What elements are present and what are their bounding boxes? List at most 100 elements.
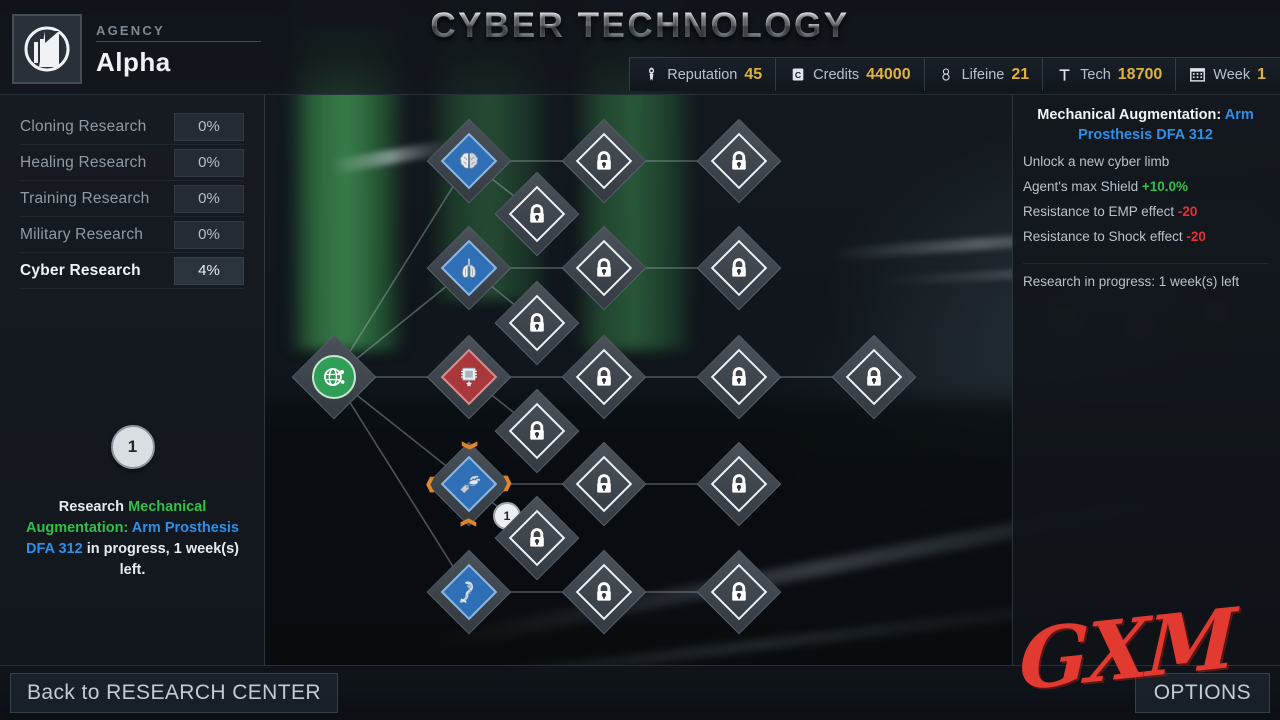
research-progress-text: Research Mechanical Augmentation: Arm Pr…: [0, 497, 265, 581]
tech-node-l1b[interactable]: [696, 118, 782, 204]
stat-reputation[interactable]: Reputation 45: [630, 58, 777, 91]
stat-value: 18700: [1117, 65, 1163, 83]
node-inner: [508, 185, 566, 243]
agency-block[interactable]: AGENCY Alpha: [12, 14, 261, 84]
padlock-icon: [524, 201, 550, 227]
padlock-icon: [861, 364, 887, 390]
stat-lifeine[interactable]: Lifeine 21: [925, 58, 1044, 91]
tech-effect-text: Resistance to Shock effect: [1023, 229, 1187, 244]
tech-link: [333, 376, 470, 593]
tech-node-l3a[interactable]: [561, 225, 647, 311]
tech-details-panel: Mechanical Augmentation: Arm Prosthesis …: [1012, 95, 1280, 665]
tech-node-lung[interactable]: [426, 225, 512, 311]
tech-node-brain[interactable]: [426, 118, 512, 204]
clock-badge-icon: 1: [110, 425, 155, 469]
svg-text:C: C: [795, 70, 802, 80]
node-inner: [575, 455, 633, 513]
page-title: CYBER TECHNOLOGY: [0, 6, 1280, 46]
stat-label: Week: [1213, 66, 1251, 83]
node-inner: [508, 509, 566, 567]
tech-node-l7b[interactable]: [696, 441, 782, 527]
tech-effect-value: +10.0%: [1141, 179, 1189, 194]
tech-node-mil[interactable]: [426, 334, 512, 420]
node-inner: [508, 294, 566, 352]
padlock-icon: [591, 364, 617, 390]
node-inner: [312, 355, 356, 399]
tech-node-l5a[interactable]: [561, 334, 647, 420]
research-row-percent: 4%: [174, 256, 244, 285]
progress-tech-name: Arm Prosthesis DFA 312: [25, 520, 239, 557]
tech-node-l8[interactable]: [494, 495, 580, 581]
padlock-icon: [524, 525, 550, 551]
research-row-percent: 0%: [174, 148, 244, 177]
tech-node-l7a[interactable]: [561, 441, 647, 527]
stat-value: 1: [1257, 65, 1266, 83]
tech-node-l2[interactable]: [494, 171, 580, 257]
military-chip-icon: [456, 364, 482, 390]
tech-node-l9b[interactable]: [696, 549, 782, 635]
tech-link: [333, 160, 470, 378]
tech-node-l5b[interactable]: [696, 334, 782, 420]
tech-node-l1a[interactable]: [561, 118, 647, 204]
node-inner: [710, 132, 768, 190]
padlock-icon: [591, 471, 617, 497]
tech-node-arm[interactable]: ❰❰❰❰1: [424, 439, 521, 530]
options-button[interactable]: OPTIONS: [1134, 673, 1270, 713]
bracket-bottom-icon: ❰: [460, 516, 478, 529]
bracket-left-icon: ❰: [424, 475, 437, 493]
tech-node-leg[interactable]: [426, 549, 512, 635]
arm-prosthesis-icon: [456, 471, 482, 497]
credits-coin-icon: C: [789, 65, 806, 84]
node-inner: [710, 563, 768, 621]
progress-suffix: in progress, 1 week(s) left.: [82, 541, 240, 578]
stat-value: 21: [1011, 65, 1030, 83]
tech-tree-canvas[interactable]: ❰❰❰❰1: [265, 95, 1012, 665]
node-inner: [710, 239, 768, 297]
back-to-research-center-button[interactable]: Back to RESEARCH CENTER: [10, 673, 338, 713]
stat-label: Reputation: [667, 66, 738, 83]
tech-node-l4[interactable]: [494, 280, 580, 366]
tech-effect-value: -20: [1177, 204, 1198, 219]
tech-effect-value: -20: [1186, 229, 1206, 244]
node-inner: [710, 348, 768, 406]
research-progress-block: 1 Research Mechanical Augmentation: Arm …: [0, 425, 265, 581]
node-inner: [845, 348, 903, 406]
tech-wrench-icon: [1056, 65, 1073, 84]
lungs-implant-icon: [456, 255, 482, 281]
agency-emblem-icon: [12, 14, 82, 84]
tech-node-root[interactable]: [291, 334, 377, 420]
progress-category: Mechanical Augmentation:: [26, 499, 207, 536]
node-inner: [575, 563, 633, 621]
stat-value: 44000: [866, 65, 911, 83]
tech-effect-line: Agent's max Shield +10.0%: [1023, 178, 1268, 195]
tech-node-l6[interactable]: [494, 388, 580, 474]
lifeine-dna-icon: [938, 65, 955, 84]
padlock-icon: [591, 255, 617, 281]
padlock-icon: [726, 255, 752, 281]
tech-node-l5c[interactable]: [831, 334, 917, 420]
padlock-icon: [591, 579, 617, 605]
node-inner: [575, 239, 633, 297]
tech-effect-text: Resistance to EMP effect: [1023, 204, 1178, 219]
stat-label: Lifeine: [961, 66, 1005, 83]
tech-title-name: Arm Prosthesis DFA 312: [1078, 107, 1254, 143]
reputation-medal-icon: [643, 65, 660, 84]
research-row-label: Training Research: [20, 189, 150, 207]
stat-week[interactable]: Week 1: [1176, 58, 1280, 91]
node-inner: [575, 348, 633, 406]
tech-node-l9a[interactable]: [561, 549, 647, 635]
padlock-icon: [726, 148, 752, 174]
bracket-right-icon: ❰: [501, 475, 514, 493]
stat-value: 45: [744, 65, 763, 83]
tech-node-l3b[interactable]: [696, 225, 782, 311]
